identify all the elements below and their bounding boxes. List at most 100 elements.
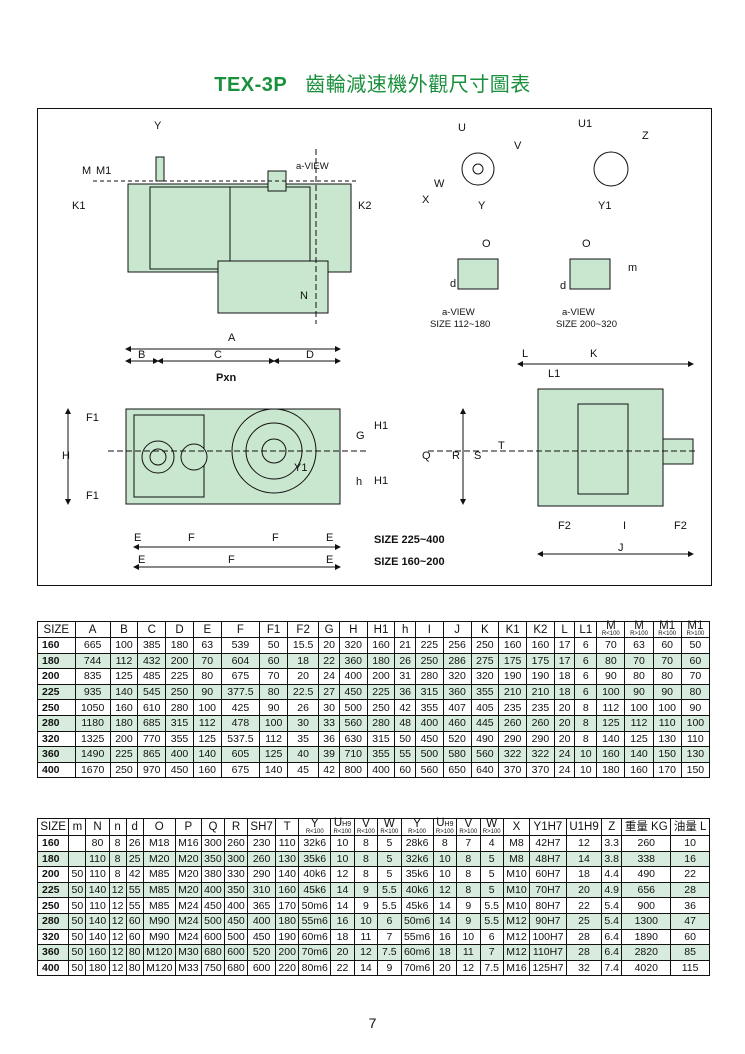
page-number: 7 xyxy=(368,1015,377,1031)
table-cell: M24 xyxy=(174,897,202,914)
table-cell: 478 xyxy=(220,714,261,732)
svg-text:K2: K2 xyxy=(358,200,371,212)
svg-text:O: O xyxy=(582,238,591,250)
table-cell: 310 xyxy=(247,881,277,899)
table-cell: 40k6 xyxy=(298,866,332,883)
table-cell: 400 xyxy=(223,897,249,914)
table-cell: 35k6 xyxy=(400,866,434,883)
table-cell: 125 xyxy=(624,730,654,748)
table-cell: 10 xyxy=(670,835,710,852)
table-cell: M120 xyxy=(142,959,176,977)
size-cell: 250 xyxy=(36,897,70,914)
table-cell: 16 xyxy=(330,912,355,930)
table-cell: 11 xyxy=(456,944,481,961)
table-cell: 12 xyxy=(353,944,379,961)
table-cell: 50m6 xyxy=(400,912,434,930)
table-cell: 60 xyxy=(125,912,144,930)
table-cell: 90 xyxy=(680,699,711,716)
table-cell: 18 xyxy=(565,866,603,883)
table-cell: 7.5 xyxy=(479,959,504,977)
table-cell: 225 xyxy=(366,683,396,701)
table-cell: 520 xyxy=(442,730,472,748)
table-cell: 250 xyxy=(165,683,194,701)
table-cell: 650 xyxy=(442,761,472,779)
table-cell: 14 xyxy=(353,959,379,977)
table-cell: 365 xyxy=(247,897,277,914)
table-cell: 48H7 xyxy=(529,850,567,868)
table-cell: 360 xyxy=(442,683,472,701)
table-cell: 5.5 xyxy=(479,912,504,930)
table-cell: 100 xyxy=(109,637,139,654)
table-cell: 160 xyxy=(498,637,528,654)
table-cell: 560 xyxy=(338,714,368,732)
table-cell: 560 xyxy=(470,746,500,763)
table-cell: 580 xyxy=(442,746,472,763)
svg-text:m: m xyxy=(628,262,637,274)
table-cell: 8 xyxy=(456,881,481,899)
table-cell: 42 xyxy=(125,866,144,883)
table-cell: 322 xyxy=(498,746,528,763)
svg-text:H1: H1 xyxy=(374,475,388,487)
table-cell: 380 xyxy=(200,866,225,883)
a-view-label: a-VIEW xyxy=(296,161,329,172)
table-cell: 50 xyxy=(68,881,87,899)
svg-text:M1: M1 xyxy=(96,165,111,177)
table-cell: 355 xyxy=(470,683,500,701)
table-cell: 322 xyxy=(526,746,555,763)
a-view-label-2: a-VIEW xyxy=(442,307,475,318)
table-cell: 45k6 xyxy=(400,897,434,914)
table-cell: 180 xyxy=(165,637,194,654)
column-header: SIZE xyxy=(37,621,76,638)
table-cell: 80 xyxy=(652,668,682,685)
table-cell: 125 xyxy=(596,714,626,732)
size-cell: 400 xyxy=(37,761,76,779)
table-cell: 405 xyxy=(470,699,500,716)
table-cell: 70 xyxy=(596,637,626,654)
table-cell: 12 xyxy=(108,944,127,961)
table-cell: 355 xyxy=(366,746,396,763)
table-cell: 180 xyxy=(366,652,396,670)
drawing-svg: Y M M1 K1 K2 N a-VIEW A B C D Pxn F1 H F… xyxy=(62,118,698,570)
table-cell: M8 xyxy=(502,835,531,852)
table-cell: 180 xyxy=(109,714,139,732)
table-cell: 112 xyxy=(259,730,288,748)
table-cell: 110H7 xyxy=(529,944,567,961)
column-header: D xyxy=(165,621,194,638)
table-cell: 600 xyxy=(200,928,225,946)
table-cell: 539 xyxy=(220,637,261,654)
table-cell: 35k6 xyxy=(298,850,332,868)
table-cell: 25 xyxy=(565,912,603,930)
svg-text:G: G xyxy=(356,430,365,442)
table-cell: 27 xyxy=(318,683,340,701)
table-cell: 42 xyxy=(318,761,340,779)
table-cell: 180 xyxy=(275,912,300,930)
table-cell: 80 xyxy=(125,944,144,961)
table-cell: M85 xyxy=(142,866,176,883)
table-cell: 320 xyxy=(442,668,472,685)
table-cell: 80H7 xyxy=(529,897,567,914)
table-cell: 400 xyxy=(366,761,396,779)
table-cell: 450 xyxy=(414,730,444,748)
table-cell: 350 xyxy=(200,850,225,868)
column-header: F2 xyxy=(286,621,320,638)
table-cell: 110 xyxy=(275,835,300,852)
svg-text:Q: Q xyxy=(422,450,431,462)
table-cell: 125 xyxy=(192,730,222,748)
table-cell: 8 xyxy=(574,699,598,716)
table-cell: 80 xyxy=(259,683,288,701)
table-cell: 30 xyxy=(286,714,320,732)
table-cell: 400 xyxy=(247,912,277,930)
table-cell: 125H7 xyxy=(529,959,567,977)
table-cell: 5 xyxy=(377,835,402,852)
table-cell: 50 xyxy=(68,944,87,961)
table-cell: 5 xyxy=(479,881,504,899)
table-cell: 8 xyxy=(574,714,598,732)
table-cell: 190 xyxy=(275,928,300,946)
